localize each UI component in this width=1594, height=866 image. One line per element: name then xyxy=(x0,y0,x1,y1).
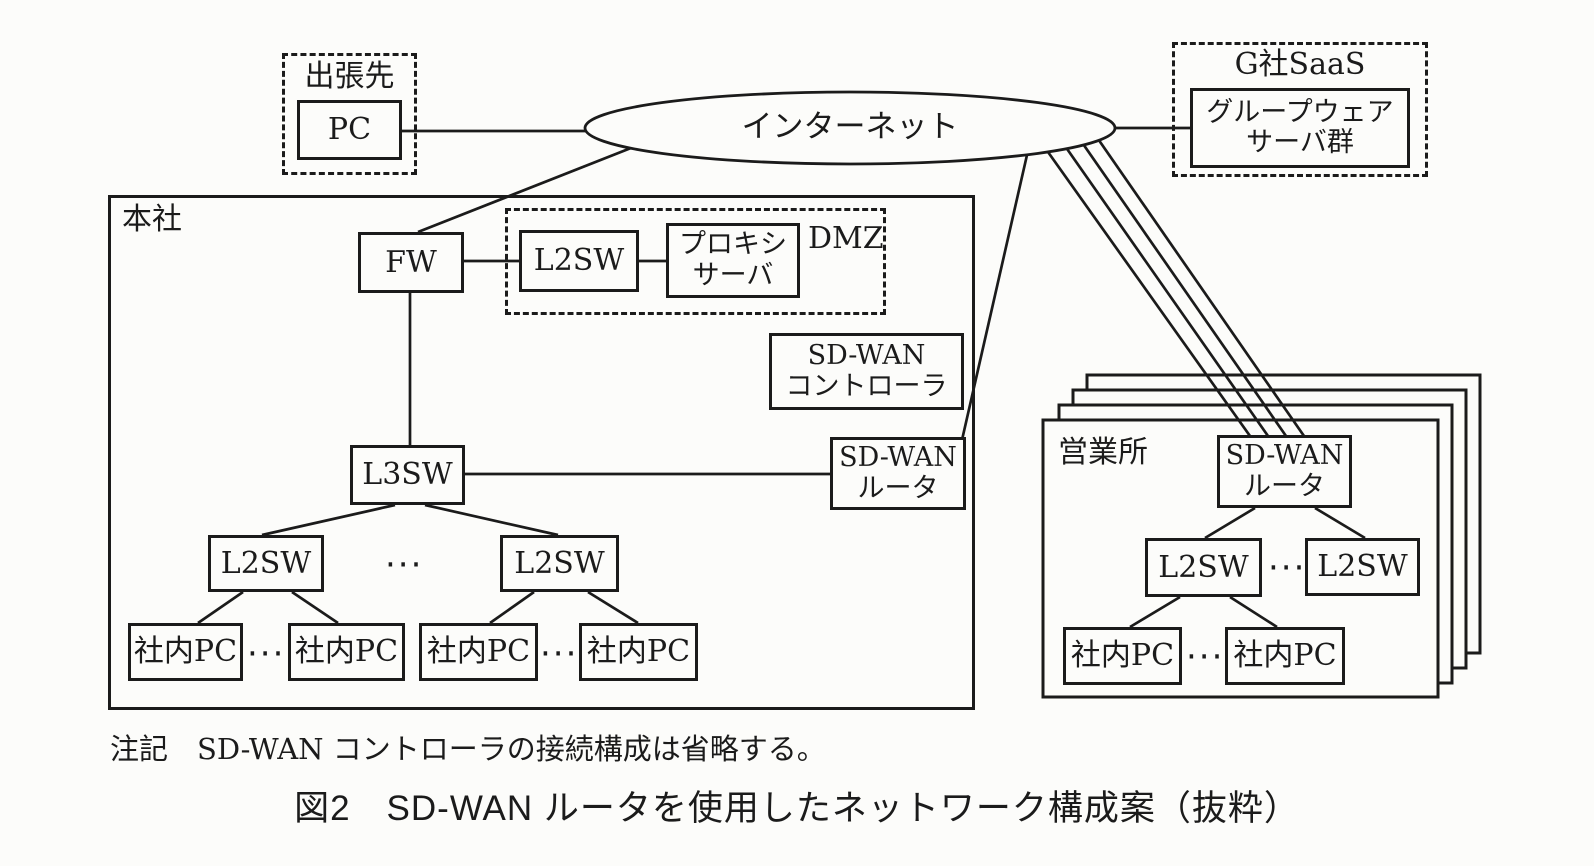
branch-sdwan-router-line2: ルータ xyxy=(1244,470,1325,502)
saas-label: G社SaaS xyxy=(1234,47,1366,82)
trip-site-group xyxy=(282,53,417,175)
link-br-l2sw-pc-right xyxy=(1229,595,1278,629)
link-internet-fw xyxy=(417,146,632,234)
dmz-label: DMZ xyxy=(808,221,884,256)
hq-l2sw-ellipsis: ··· xyxy=(385,545,424,585)
branch-sdwan-router-line1: SD-WAN xyxy=(1225,440,1344,472)
sdwan-controller-line2: コントローラ xyxy=(785,370,948,402)
fw-node: FW xyxy=(358,232,464,293)
branch-pc-ellipsis: ··· xyxy=(1186,637,1225,677)
hq-l2sw-right-node: L2SW xyxy=(500,535,619,592)
dmz-l2sw-node: L2SW xyxy=(519,230,639,292)
link-internet-branch-3 xyxy=(1079,140,1288,437)
hq-pc-ellipsis-left: ··· xyxy=(247,634,286,674)
sdwan-controller-node: SD-WAN コントローラ xyxy=(769,333,964,410)
link-br-router-l2sw-left xyxy=(1204,506,1256,540)
link-l2sw-pc4 xyxy=(587,590,639,625)
link-l3sw-l2sw-left xyxy=(261,503,396,537)
figure-note: 注記 SD-WAN コントローラの接続構成は省略する。 xyxy=(110,732,826,766)
hq-l2sw-left-node: L2SW xyxy=(208,535,324,592)
groupware-server-node: グループウェア サーバ群 xyxy=(1190,88,1410,168)
hq-sdwan-router-line1: SD-WAN xyxy=(839,442,957,474)
hq-sdwan-router-line2: ルータ xyxy=(857,472,939,504)
hq-pc-1-node: 社内PC xyxy=(128,623,243,681)
proxy-server-line1: プロキシ xyxy=(679,229,787,261)
figure-caption: 図2 SD-WAN ルータを使用したネットワーク構成案（抜粋） xyxy=(294,789,1300,828)
link-l2sw-pc2 xyxy=(291,590,339,625)
l3sw-node: L3SW xyxy=(350,445,465,505)
link-br-l2sw-pc-left xyxy=(1129,595,1181,629)
hq-label: 本社 xyxy=(122,202,182,237)
proxy-server-line2: サーバ xyxy=(692,259,774,291)
link-internet-branch-1 xyxy=(1046,151,1252,437)
sdwan-controller-line1: SD-WAN xyxy=(807,340,926,372)
branch-sdwan-router-node: SD-WAN ルータ xyxy=(1217,435,1352,508)
saas-group xyxy=(1172,42,1428,177)
trip-site-label: 出張先 xyxy=(304,59,395,94)
trip-pc-node: PC xyxy=(297,100,402,160)
proxy-server-node: プロキシ サーバ xyxy=(666,223,800,298)
branch-pc-left-node: 社内PC xyxy=(1063,627,1182,685)
link-internet-branch-2 xyxy=(1063,145,1270,437)
branch-l2sw-ellipsis: ··· xyxy=(1268,548,1307,588)
dmz-group xyxy=(505,208,886,315)
hq-pc-3-node: 社内PC xyxy=(419,623,538,681)
hq-pc-ellipsis-right: ··· xyxy=(540,634,579,674)
internet-ellipse xyxy=(583,90,1117,166)
groupware-server-line1: グループウェア xyxy=(1206,96,1394,128)
link-l3sw-l2sw-right xyxy=(424,503,559,537)
hq-pc-4-node: 社内PC xyxy=(579,623,698,681)
internet-label: インターネット xyxy=(741,109,959,145)
hq-group xyxy=(108,195,975,710)
groupware-server-line2: サーバ群 xyxy=(1246,127,1354,158)
link-l2sw-pc1 xyxy=(197,590,244,625)
branch-label: 営業所 xyxy=(1058,435,1148,470)
branch-l2sw-left-node: L2SW xyxy=(1145,538,1262,597)
branch-pc-right-node: 社内PC xyxy=(1225,627,1345,685)
link-br-router-l2sw-right xyxy=(1314,506,1366,540)
branch-l2sw-right-node: L2SW xyxy=(1305,538,1420,596)
hq-pc-2-node: 社内PC xyxy=(288,623,405,681)
hq-sdwan-router-node: SD-WAN ルータ xyxy=(830,437,966,510)
link-l2sw-pc3 xyxy=(489,590,535,625)
link-internet-branch-4 xyxy=(1094,135,1306,437)
